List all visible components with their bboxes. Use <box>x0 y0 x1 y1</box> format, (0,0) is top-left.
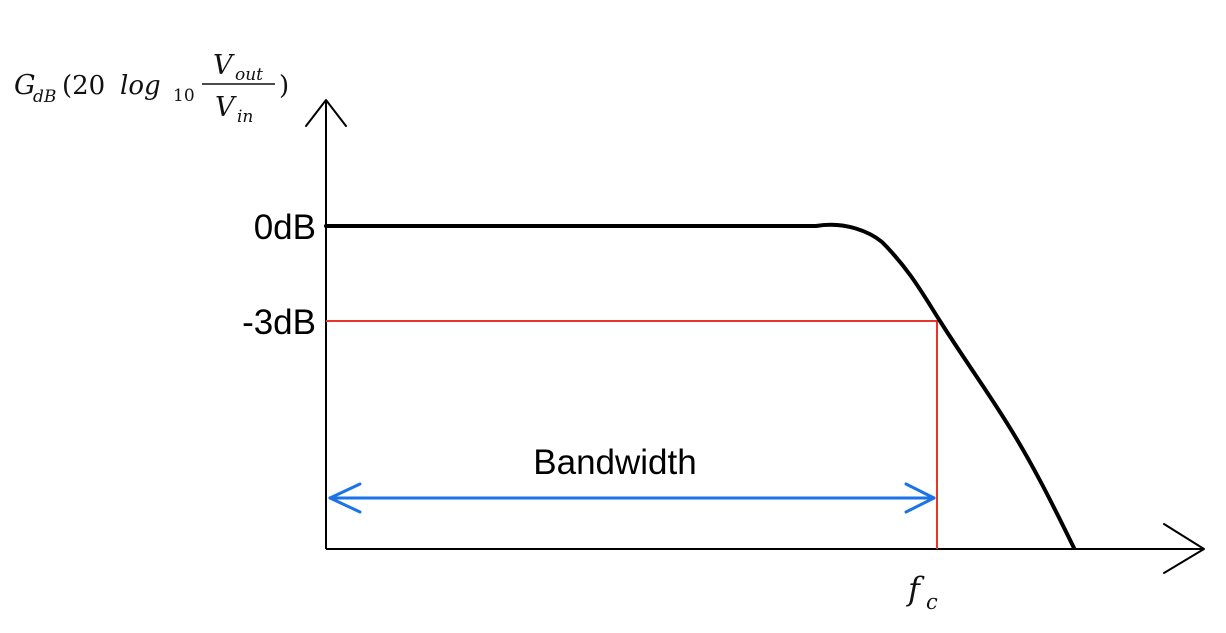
minus-three-db-label: -3dB <box>242 303 316 342</box>
bandwidth-label: Bandwidth <box>533 443 696 482</box>
bandwidth-arrowhead-left <box>328 482 362 514</box>
bandwidth-arrow <box>328 482 936 514</box>
bandwidth-arrowhead-right <box>904 482 936 514</box>
y-label-log: log <box>120 71 161 101</box>
y-label-open: (20 <box>62 71 105 101</box>
x-axis-arrowhead <box>1163 523 1205 574</box>
zero-db-label: 0dB <box>254 208 316 247</box>
y-label-denominator-subscript: in <box>237 107 253 127</box>
y-label-log-subscript: 10 <box>173 86 195 106</box>
cutoff-frequency-label: f c <box>906 570 938 614</box>
cutoff-label-subscript: c <box>926 590 938 614</box>
y-label-numerator-subscript: out <box>235 65 263 85</box>
cutoff-label-f: f <box>906 570 925 608</box>
y-label-numerator: V <box>213 50 235 81</box>
response-curve <box>324 222 1076 550</box>
y-label-g: G <box>14 70 36 101</box>
y-axis-arrowhead <box>305 99 347 127</box>
y-label-g-subscript: dB <box>33 87 56 107</box>
y-label-denominator: V <box>215 92 237 123</box>
y-label-close: ) <box>279 71 289 101</box>
y-axis-label: G dB (20 log 10 V out V in ) <box>14 50 289 127</box>
